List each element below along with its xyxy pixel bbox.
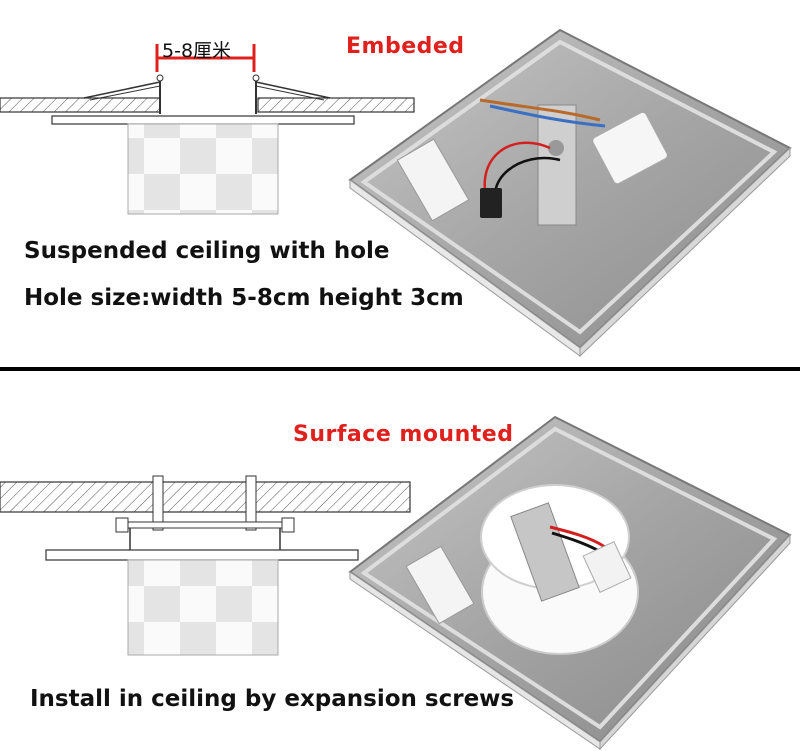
expansion-screw-left [152, 475, 164, 531]
embedded-caption-line1: Suspended ceiling with hole [24, 238, 390, 264]
section-divider [0, 367, 800, 371]
hole-width-label: 5-8厘米 [162, 40, 232, 62]
embedded-install-panel: 5-8厘米 Embeded Suspended ceiling with hol… [0, 0, 800, 368]
surface-lamp-photo [348, 415, 792, 751]
ceiling-slab-right [257, 97, 415, 113]
lamp-diffuser [127, 123, 279, 215]
concrete-ceiling [0, 481, 411, 513]
surface-lamp-diffuser [127, 559, 279, 656]
surface-mounted-panel: Surface mounted [0, 372, 800, 751]
surface-mounted-caption: Install in ceiling by expansion screws [30, 686, 515, 712]
lamp-frame [51, 115, 355, 125]
embedded-lamp-photo [348, 28, 792, 358]
embedded-title: Embeded [346, 34, 465, 59]
expansion-screw-right [245, 475, 257, 531]
led-driver-box [592, 111, 668, 185]
surface-mount-diagram [0, 475, 411, 656]
ceiling-slab-left [0, 97, 161, 113]
surface-mounted-title: Surface mounted [293, 422, 514, 447]
embedded-ceiling-diagram [0, 44, 415, 215]
surface-lamp-frame [45, 549, 359, 561]
embedded-caption-line2: Hole size:width 5-8cm height 3cm [24, 285, 464, 311]
